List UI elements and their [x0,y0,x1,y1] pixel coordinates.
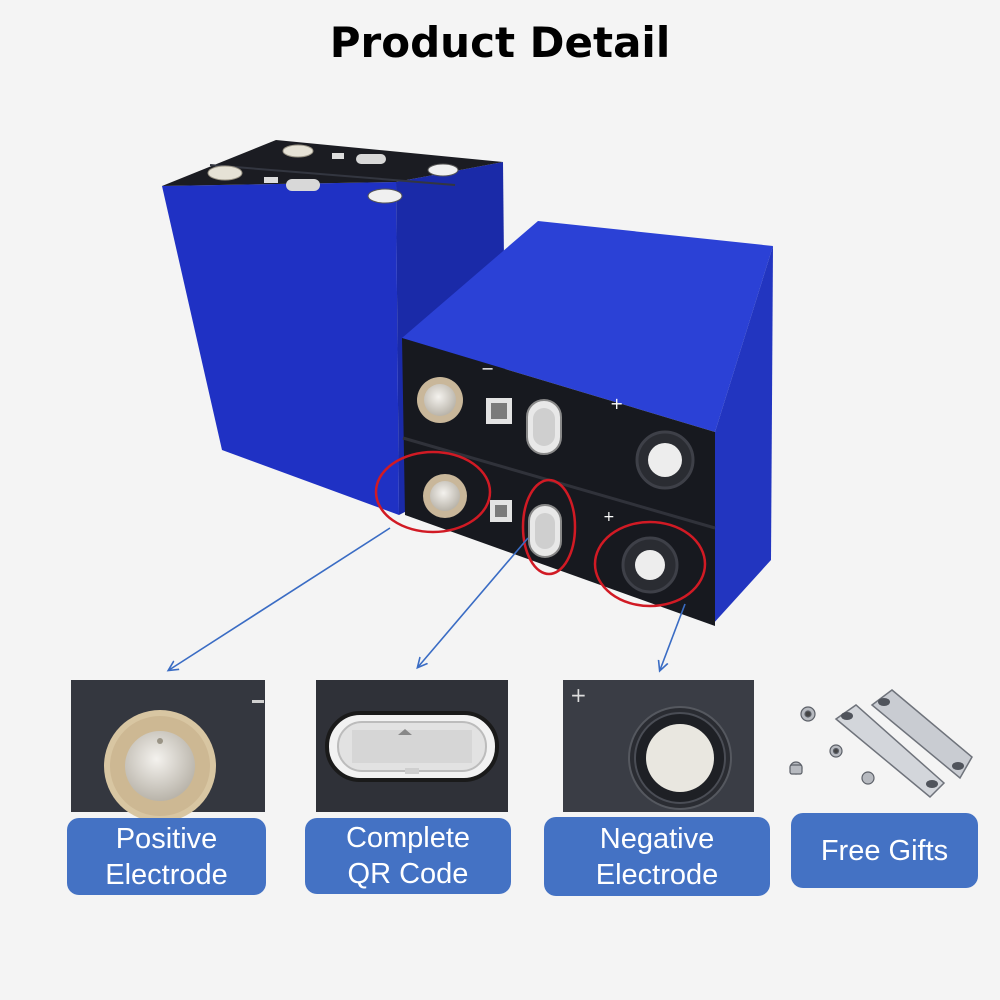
positive-callout-circle [374,450,492,534]
upper-minus-marking: − [481,359,494,378]
front-stack-top-face [402,221,773,432]
positive-arrow [169,527,391,670]
qrcode-arrow [418,537,529,667]
upper-plus-marking: + [610,394,623,413]
front-stack-side-face [712,246,773,625]
callout-circles [374,450,707,608]
qrcode-callout-circle [521,478,577,576]
positive-electrode-label: Positive Electrode [67,818,266,895]
back-cell-front-face [162,182,399,515]
busbar-and-bolts-icon [789,689,973,799]
lower-plus-marking: + [603,509,615,525]
page-title: Product Detail [329,18,671,67]
closeup-plus-marking: + [570,683,587,707]
pointer-arrows [169,527,686,670]
qr-code-vent-closeup-icon [316,680,508,812]
complete-qr-code-label: Complete QR Code [305,818,511,894]
back-cell-top-face [162,140,503,186]
negative-callout-circle [593,520,707,608]
free-gifts-label: Free Gifts [791,813,978,888]
positive-electrode-closeup-icon [71,680,265,822]
negative-electrode-label: Negative Electrode [544,817,770,896]
negative-electrode-closeup-icon: + [563,680,754,812]
negative-arrow [660,603,686,670]
